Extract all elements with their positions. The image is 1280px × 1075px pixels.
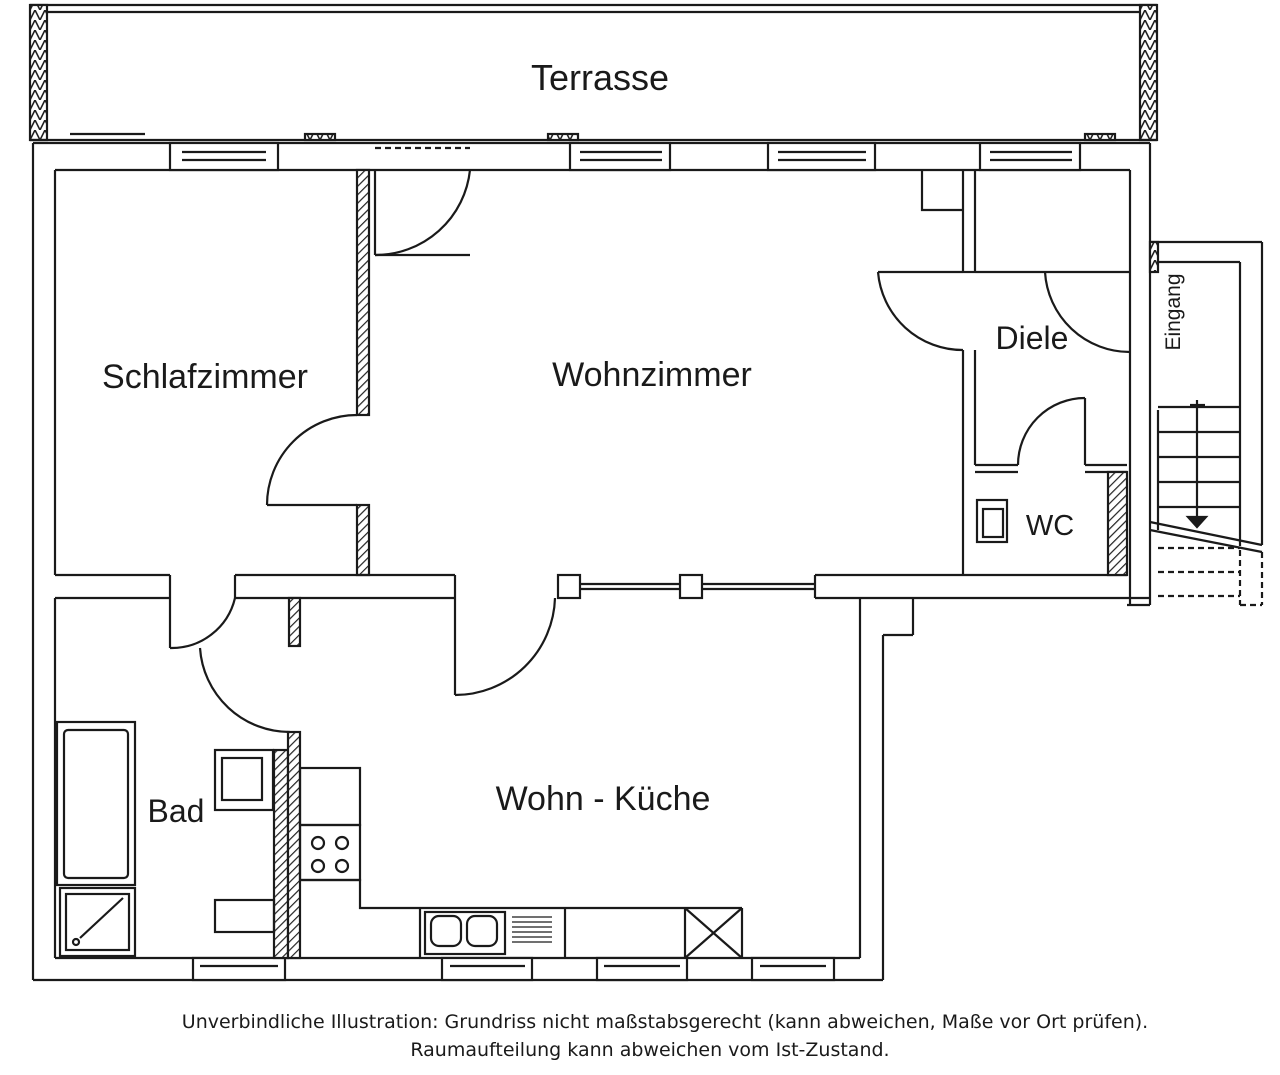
room-label-hall: Diele — [996, 320, 1069, 356]
room-label-living-room: Wohnzimmer — [552, 356, 752, 394]
stairs — [1148, 240, 1264, 607]
room-label-wc: WC — [1026, 510, 1074, 542]
interior-walls — [55, 168, 1129, 960]
doors — [168, 169, 1131, 734]
washing-machine-shelf — [213, 898, 276, 934]
bathtub — [55, 720, 137, 887]
floor-plan: Terrasse Schlafzimmer Wohnzimmer Diele E… — [28, 3, 1264, 982]
shower-tray — [58, 886, 137, 958]
kitchen-counter — [298, 766, 744, 959]
outer-walls — [31, 141, 1152, 982]
room-label-entrance: Eingang — [1162, 273, 1185, 350]
disclaimer-line-2: Raumaufteilung kann abweichen vom Ist-Zu… — [410, 1039, 890, 1061]
room-label-kitchen-living: Wohn - Küche — [496, 780, 711, 818]
bathroom-sink — [213, 748, 275, 812]
terrace — [28, 3, 1159, 142]
wc-toilet — [975, 498, 1009, 544]
room-label-terrace: Terrasse — [531, 57, 669, 98]
room-label-bedroom: Schlafzimmer — [102, 358, 308, 396]
room-label-bathroom: Bad — [148, 793, 205, 829]
disclaimer-line-1: Unverbindliche Illustration: Grundriss n… — [181, 1011, 1149, 1033]
